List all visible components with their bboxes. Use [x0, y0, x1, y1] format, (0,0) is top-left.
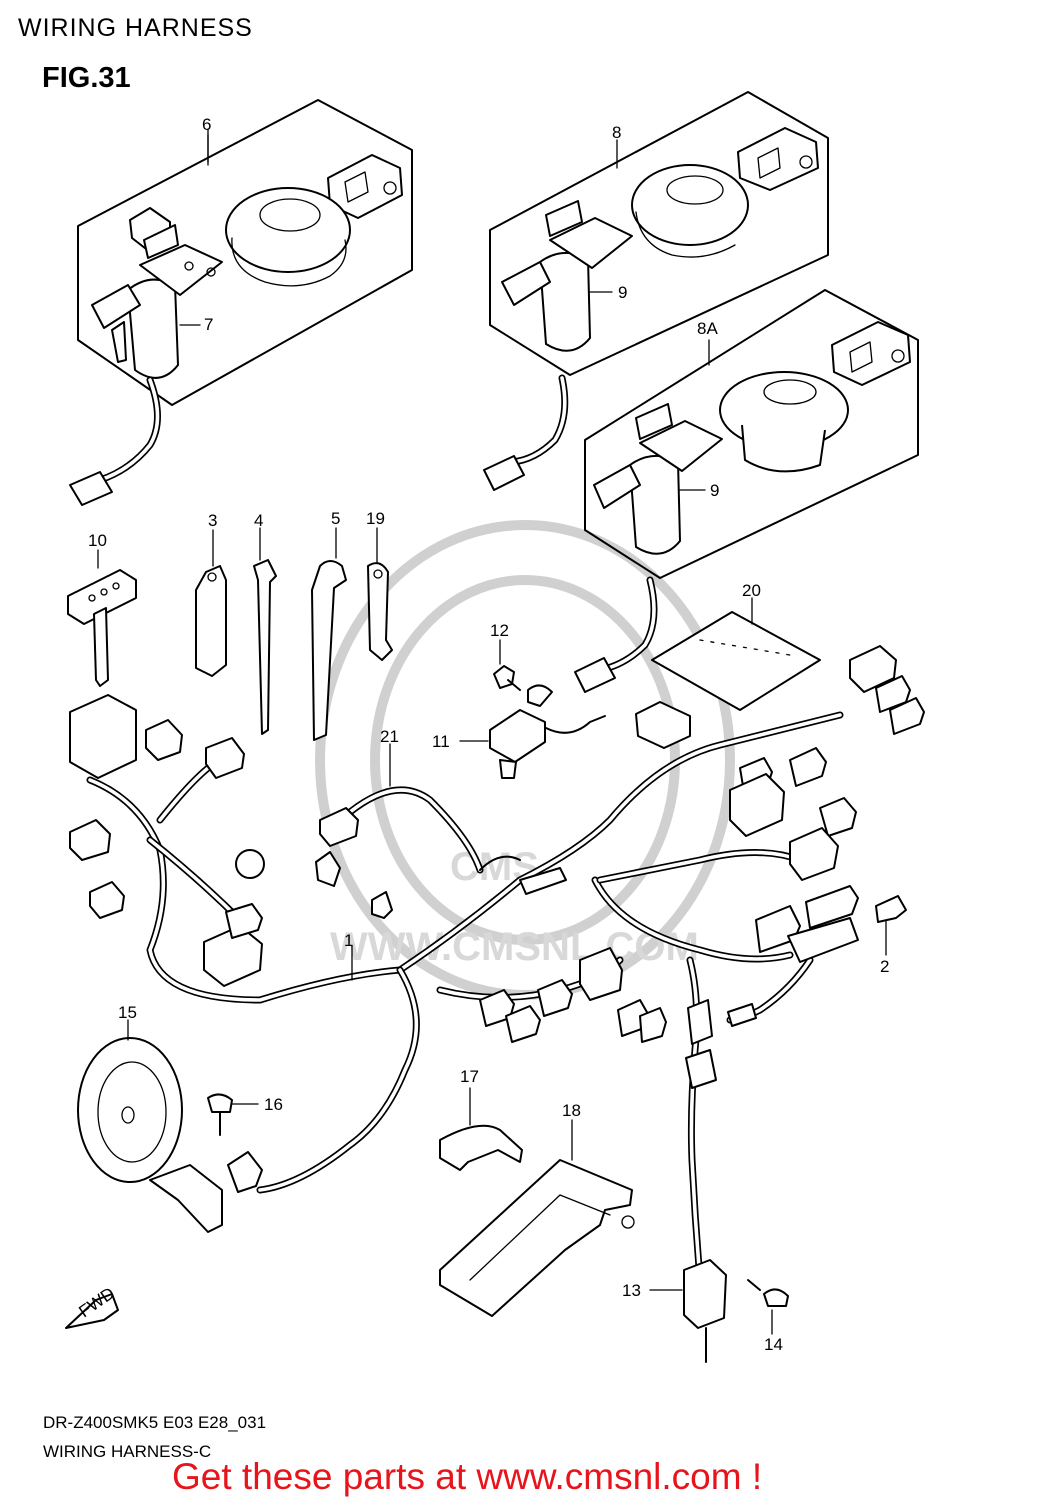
watermark-url-text: WWW.CMSNL.COM	[330, 925, 699, 969]
switch-13	[649, 1259, 727, 1363]
tie-4	[253, 527, 277, 735]
ignition-set-box-6	[69, 99, 413, 506]
page-title: WIRING HARNESS	[18, 14, 253, 42]
promo-link[interactable]: Get these parts at www.cmsnl.com !	[172, 1456, 763, 1497]
cover-17	[439, 1087, 523, 1171]
callout-2: 2	[880, 957, 889, 976]
ignition-set-box-8	[483, 91, 829, 491]
callout-1: 1	[344, 931, 353, 950]
bracket-18	[439, 1119, 635, 1317]
clamp-5	[311, 527, 347, 741]
callout-3: 3	[208, 511, 217, 530]
callout-11: 11	[432, 732, 450, 751]
callout-labels: 1 2 3 4 5 6 7 8 8A 9 9 10 11 12 13 14 15…	[88, 115, 889, 1354]
bolt-16	[207, 1093, 259, 1136]
clamp-3	[195, 529, 227, 677]
horn-15	[77, 1019, 263, 1233]
diagram-name: WIRING HARNESS-C	[43, 1442, 212, 1461]
watermark-logo: CMS WWW.CMSNL.COM	[315, 520, 735, 1000]
model-code: DR-Z400SMK5 E03 E28_031	[43, 1413, 267, 1432]
callout-19: 19	[366, 509, 385, 528]
screw-14	[747, 1279, 789, 1335]
forward-arrow: FWD	[65, 1284, 119, 1329]
callout-15: 15	[118, 1003, 137, 1022]
callout-16: 16	[264, 1095, 283, 1114]
callout-10: 10	[88, 531, 107, 550]
figure-number: FIG.31	[42, 62, 131, 94]
callout-6: 6	[202, 115, 211, 134]
callout-8: 8	[612, 123, 621, 142]
bolt-12	[493, 639, 521, 691]
key-blank-10	[67, 549, 137, 687]
manual-20	[651, 597, 821, 711]
callout-13: 13	[622, 1281, 641, 1300]
callout-9-upper: 9	[618, 283, 627, 302]
callout-18: 18	[562, 1101, 581, 1120]
callout-14: 14	[764, 1335, 783, 1354]
callout-21: 21	[380, 727, 399, 746]
wiring-harness-1	[69, 645, 925, 1284]
switch-11	[459, 684, 606, 779]
callout-4: 4	[254, 511, 263, 530]
callout-20: 20	[742, 581, 761, 600]
callout-7: 7	[204, 315, 213, 334]
ignition-set-box-8a	[574, 289, 919, 693]
callout-8a: 8A	[697, 319, 718, 338]
clamp-19	[367, 527, 393, 661]
callout-9-lower: 9	[710, 481, 719, 500]
callout-5: 5	[331, 509, 340, 528]
callout-17: 17	[460, 1067, 479, 1086]
callout-12: 12	[490, 621, 509, 640]
